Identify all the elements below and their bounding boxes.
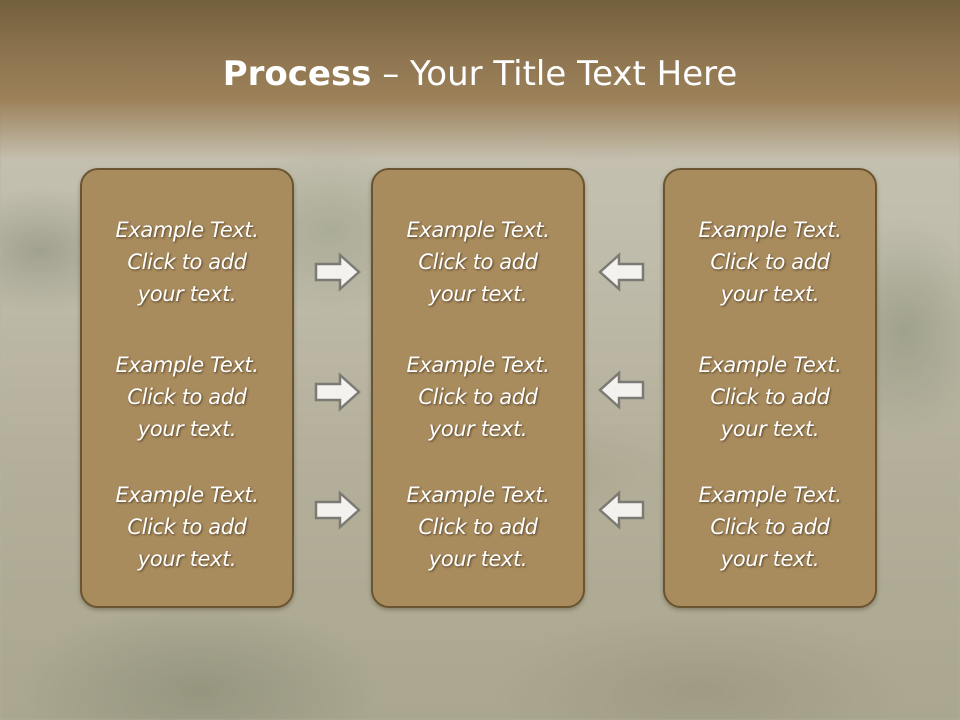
text-block[interactable]: Example Text. Click to add your text. xyxy=(406,353,550,441)
arrow-left-icon xyxy=(597,252,645,292)
arrow-right-icon xyxy=(314,490,362,530)
text-block[interactable]: Example Text. Click to add your text. xyxy=(406,218,550,306)
text-block[interactable]: Example Text. Click to add your text. xyxy=(698,353,842,441)
text-block[interactable]: Example Text. Click to add your text. xyxy=(406,483,550,571)
text-block[interactable]: Example Text. Click to add your text. xyxy=(115,353,259,441)
process-box-left[interactable]: Example Text. Click to add your text. Ex… xyxy=(80,168,294,608)
arrow-left-icon xyxy=(597,370,645,410)
title-rest: – Your Title Text Here xyxy=(371,54,738,94)
process-box-right[interactable]: Example Text. Click to add your text. Ex… xyxy=(663,168,877,608)
arrow-left-icon xyxy=(597,490,645,530)
title-band xyxy=(0,0,960,160)
text-block[interactable]: Example Text. Click to add your text. xyxy=(698,218,842,306)
slide-title[interactable]: Process – Your Title Text Here xyxy=(0,52,960,96)
title-bold: Process xyxy=(222,54,372,94)
arrow-right-icon xyxy=(314,372,362,412)
arrow-right-icon xyxy=(314,252,362,292)
text-block[interactable]: Example Text. Click to add your text. xyxy=(698,483,842,571)
text-block[interactable]: Example Text. Click to add your text. xyxy=(115,218,259,306)
text-block[interactable]: Example Text. Click to add your text. xyxy=(115,483,259,571)
process-box-center[interactable]: Example Text. Click to add your text. Ex… xyxy=(371,168,585,608)
